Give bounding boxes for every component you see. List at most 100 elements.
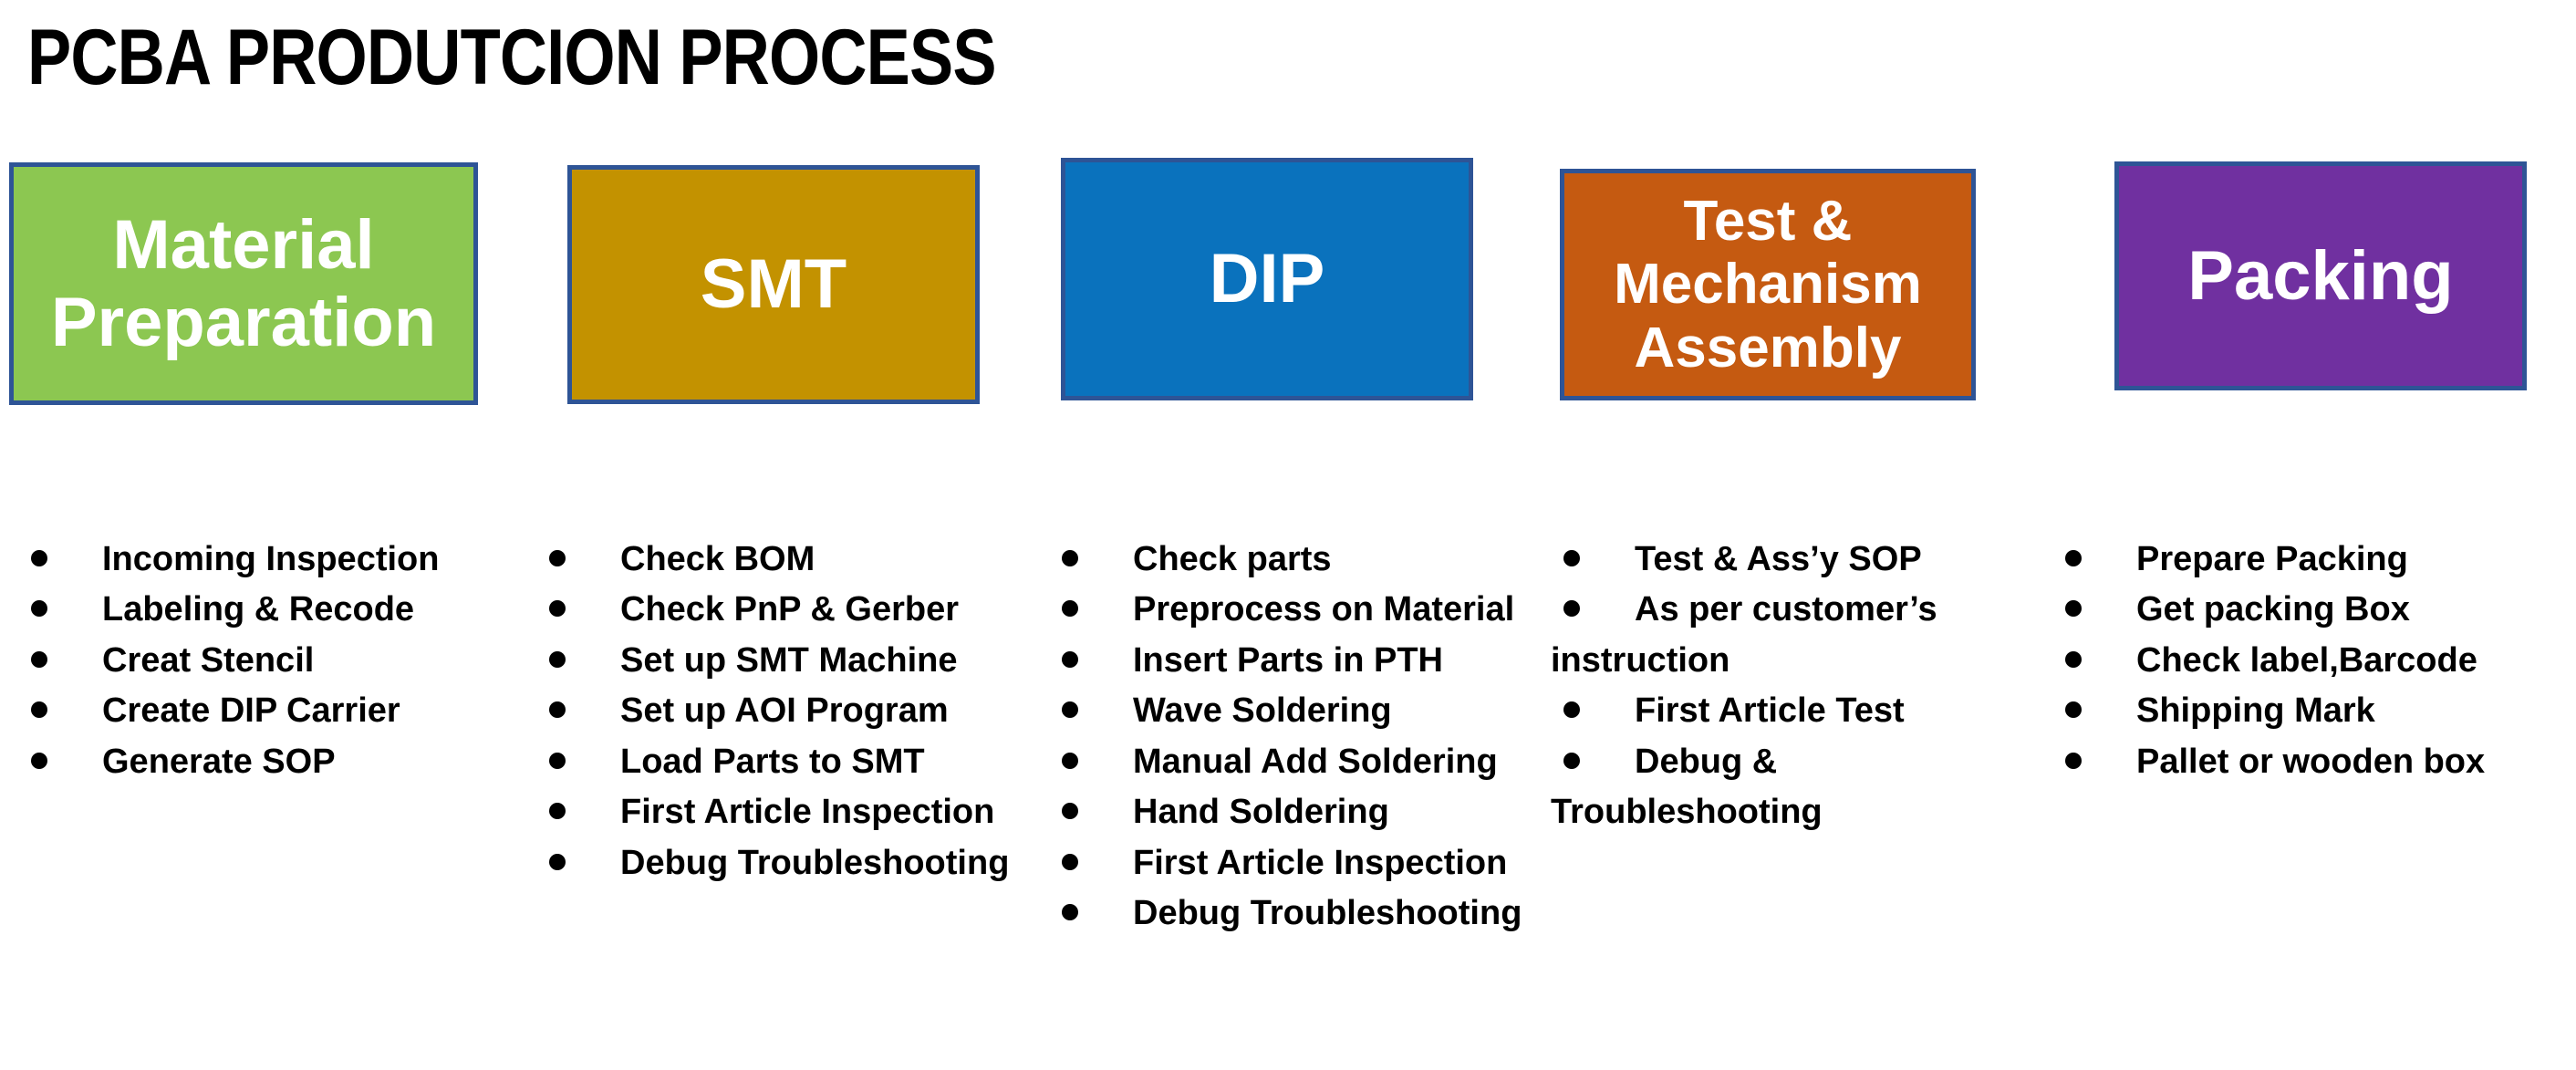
list-item: Preprocess on Material (1049, 585, 1560, 635)
bullet-dot-icon (2065, 600, 2082, 618)
list-item: First Article Inspection (1049, 838, 1560, 888)
list-item-label: Debug Troubleshooting (1133, 894, 1522, 933)
bullet-dot-icon (31, 600, 47, 618)
step-list-test-mechanism-assembly: Test & Ass’y SOP As per customer’s instru… (1551, 535, 1952, 838)
bullet-dot-icon (1062, 650, 1078, 668)
bullet-dot-icon (2065, 650, 2082, 668)
stage-box-test-mechanism-assembly[interactable]: Test & Mechanism Assembly (1560, 169, 1976, 400)
bullet-dot-icon (549, 853, 566, 870)
page-title: PCBA PRODUTCION PROCESS (27, 14, 997, 101)
bullet-dot-icon (1062, 600, 1078, 618)
list-item: Incoming Inspection (18, 535, 511, 585)
list-item: Wave Soldering (1049, 686, 1560, 736)
list-item: Pallet or wooden box (2052, 737, 2563, 787)
bullet-dot-icon (1062, 803, 1078, 820)
bullet-dot-icon (1062, 853, 1078, 870)
stage-label-test-mechanism-assembly: Test & Mechanism Assembly (1614, 189, 1922, 379)
bullet-dot-icon (549, 803, 566, 820)
list-item-label: Creat Stencil (102, 640, 315, 680)
list-item-label: First Article Test (1635, 691, 1905, 731)
list-item: First Article Inspection (536, 787, 1029, 837)
list-item-label: Set up AOI Program (620, 691, 949, 731)
list-item-label: Set up SMT Machine (620, 640, 958, 680)
list-item-label: Debug Troubleshooting (620, 843, 1010, 882)
bullet-dot-icon (1062, 904, 1078, 921)
bullet-dot-icon (31, 650, 47, 668)
stage-label-smt: SMT (700, 245, 847, 324)
list-item-label: Preprocess on Material (1133, 590, 1515, 629)
bullet-dot-icon (1062, 701, 1078, 719)
list-item-label: Load Parts to SMT (620, 742, 925, 781)
list-item-label: Check PnP & Gerber (620, 590, 960, 629)
list-item-label: Check label,Barcode (2136, 640, 2477, 680)
list-item-label: Check parts (1133, 540, 1332, 578)
list-item-label: Generate SOP (102, 742, 336, 781)
list-item-label: Prepare Packing (2136, 540, 2408, 578)
list-item: Debug & Troubleshooting (1551, 737, 1952, 838)
list-item-label: Insert Parts in PTH (1133, 640, 1443, 680)
list-item-label: Get packing Box (2136, 590, 2410, 629)
stage-box-material-preparation[interactable]: Material Preparation (9, 162, 478, 405)
process-stage-row: Material Preparation SMT DIP Test & Mech… (0, 0, 2576, 429)
bullet-dot-icon (31, 550, 47, 566)
list-item: Manual Add Soldering (1049, 737, 1560, 787)
list-item-label: Pallet or wooden box (2136, 742, 2486, 781)
list-item-label: Hand Soldering (1133, 793, 1389, 832)
list-item: Debug Troubleshooting (1049, 888, 1560, 939)
list-item: Check PnP & Gerber (536, 585, 1029, 635)
bullet-dot-icon (1563, 550, 1580, 566)
bullet-dot-icon (2065, 752, 2082, 769)
list-item-label: As per customer’s instruction (1551, 590, 1937, 680)
list-item: Shipping Mark (2052, 686, 2563, 736)
list-item: Generate SOP (18, 737, 511, 787)
list-item: Load Parts to SMT (536, 737, 1029, 787)
bullet-dot-icon (2065, 550, 2082, 566)
list-item: Check parts (1049, 535, 1560, 585)
list-item-label: Shipping Mark (2136, 691, 2375, 731)
stage-box-packing[interactable]: Packing (2114, 161, 2527, 390)
bullet-dot-icon (549, 600, 566, 618)
list-item-label: Incoming Inspection (102, 540, 440, 578)
stage-label-dip: DIP (1209, 240, 1325, 318)
bullet-dot-icon (549, 550, 566, 566)
bullet-dot-icon (1062, 550, 1078, 566)
list-item: Test & Ass’y SOP (1551, 535, 1952, 585)
list-item: Hand Soldering (1049, 787, 1560, 837)
stage-label-material-preparation: Material Preparation (50, 205, 437, 361)
list-item: Prepare Packing (2052, 535, 2563, 585)
list-item: Check label,Barcode (2052, 636, 2563, 686)
list-item-label: Manual Add Soldering (1133, 742, 1498, 781)
stage-box-dip[interactable]: DIP (1061, 158, 1473, 400)
bullet-dot-icon (1062, 752, 1078, 769)
list-item: As per customer’s instruction (1551, 585, 1952, 686)
list-item: Set up SMT Machine (536, 636, 1029, 686)
list-item-label: First Article Inspection (620, 793, 995, 832)
bullet-dot-icon (31, 752, 47, 769)
bullet-dot-icon (1563, 600, 1580, 618)
list-item: Insert Parts in PTH (1049, 636, 1560, 686)
list-item-label: Wave Soldering (1133, 691, 1392, 731)
list-item: Creat Stencil (18, 636, 511, 686)
list-item-label: Test & Ass’y SOP (1635, 540, 1922, 578)
bullet-dot-icon (549, 650, 566, 668)
list-item-label: Create DIP Carrier (102, 691, 400, 731)
bullet-dot-icon (2065, 701, 2082, 719)
list-item-label: Check BOM (620, 540, 815, 578)
list-item-label: Labeling & Recode (102, 590, 415, 629)
list-item: Get packing Box (2052, 585, 2563, 635)
list-item: Create DIP Carrier (18, 686, 511, 736)
list-item: Set up AOI Program (536, 686, 1029, 736)
list-item: First Article Test (1551, 686, 1952, 736)
bullet-dot-icon (549, 752, 566, 769)
list-item-label: First Article Inspection (1133, 843, 1508, 882)
stage-box-smt[interactable]: SMT (567, 165, 980, 404)
bullet-dot-icon (549, 701, 566, 719)
list-item-label: Debug & Troubleshooting (1551, 742, 1823, 832)
stage-label-packing: Packing (2187, 236, 2454, 315)
bullet-dot-icon (1563, 701, 1580, 719)
